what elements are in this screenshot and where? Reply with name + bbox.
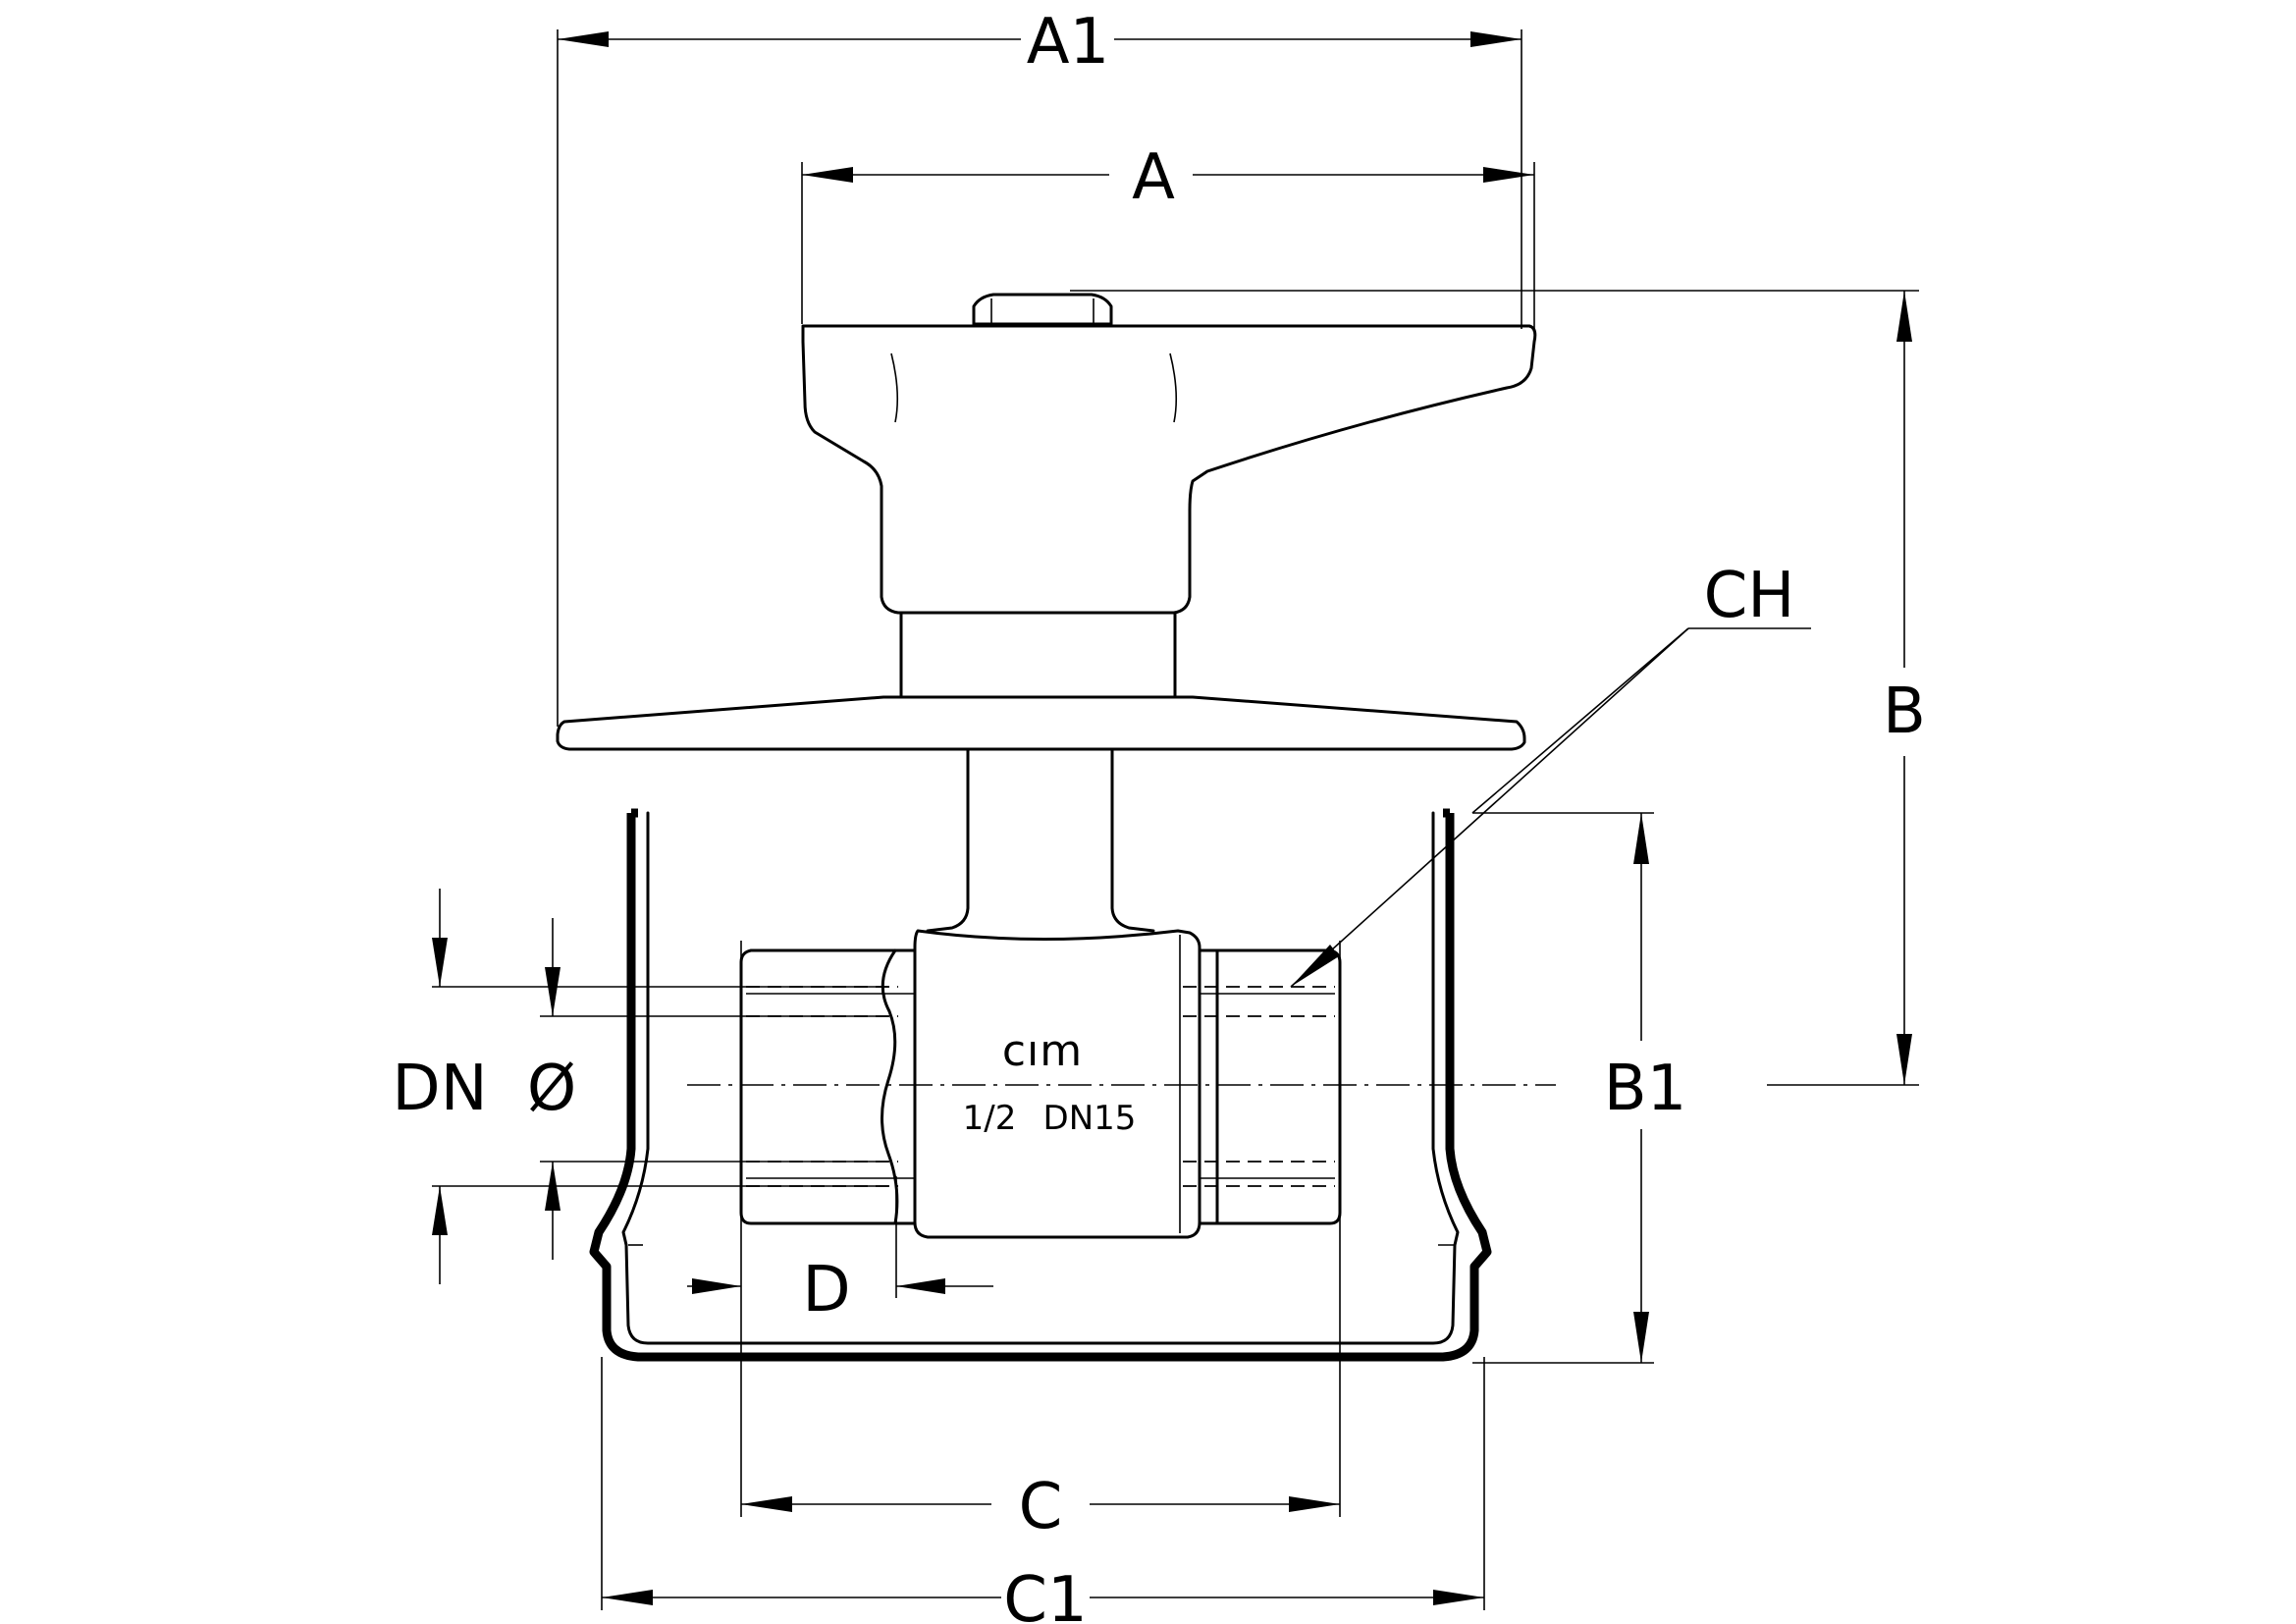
dimension-label-c: C [1019, 1471, 1063, 1543]
dimension-dn-diameter: DN Ø [392, 889, 888, 1284]
valve-right-end [1198, 948, 1342, 1225]
dimension-b: B [1070, 290, 1926, 1086]
box-inner-wall [621, 811, 1460, 1345]
valve-left-end [739, 948, 917, 1225]
dimension-a: A [801, 141, 1535, 329]
size-inch-marking: 1/2 [963, 1099, 1017, 1138]
dimension-a1: A1 [557, 6, 1522, 727]
dimension-c1: C1 [601, 1357, 1485, 1624]
size-dn-marking: DN15 [1043, 1099, 1137, 1138]
valve-center-body [913, 929, 1201, 1239]
handle-nut [972, 293, 1113, 326]
dimension-label-d: D [802, 1254, 850, 1326]
valve-stem [926, 747, 1155, 933]
dimension-label-c1: C1 [1003, 1564, 1087, 1624]
dimension-label-ch: CH [1704, 560, 1795, 632]
cover-plate [556, 695, 1526, 751]
dimension-d: D [687, 1176, 993, 1326]
dimension-label-dn: DN [392, 1053, 487, 1125]
stem-collar [899, 611, 1177, 699]
installation-box [589, 808, 1492, 1362]
handle-lever [801, 324, 1537, 615]
dimension-label-b1: B1 [1604, 1053, 1687, 1125]
dimension-ch: CH [1290, 560, 1811, 988]
dimension-b1: B1 [1472, 812, 1687, 1364]
dimension-label-b: B [1883, 676, 1926, 748]
dimension-label-a: A [1132, 141, 1175, 214]
brand-logo-marking: cım [1002, 1026, 1083, 1076]
dimension-label-diameter: Ø [527, 1053, 576, 1125]
dimension-label-a1: A1 [1027, 6, 1110, 79]
lever-handle [801, 293, 1537, 615]
ball-valve-body [739, 929, 1342, 1239]
box-outer-wall [589, 813, 1492, 1362]
